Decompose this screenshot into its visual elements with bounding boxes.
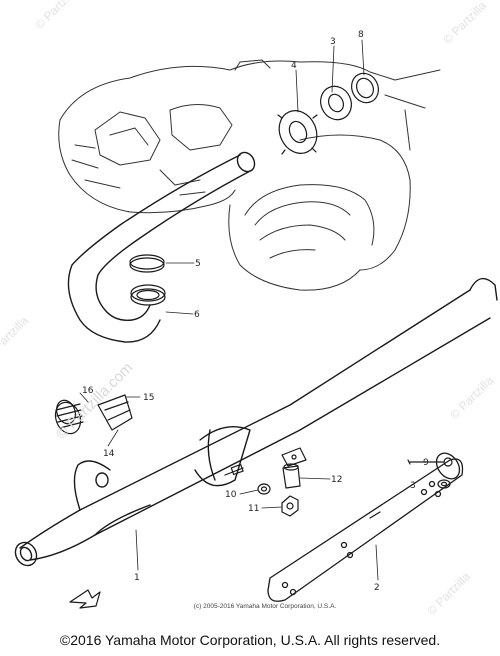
watermark-4: © Partzilla xyxy=(447,373,496,422)
callout-labels: 3 8 4 5 6 16 15 14 1 9 3 12 10 11 2 xyxy=(82,30,429,593)
callout-15: 15 xyxy=(143,393,154,403)
ring-nut-3 xyxy=(320,85,352,121)
callout-1: 1 xyxy=(134,573,140,583)
washer-10 xyxy=(257,483,271,495)
watermark-center: © Partzilla.com xyxy=(53,359,136,442)
bolt-9 xyxy=(407,457,453,467)
engine-outline xyxy=(58,59,441,291)
watermark-2: © Partzilla xyxy=(440,0,489,47)
callout-6: 6 xyxy=(194,310,200,320)
direction-arrow-icon xyxy=(69,589,101,609)
callout-4: 4 xyxy=(291,61,297,71)
watermark-1: © Partzilla xyxy=(32,0,81,32)
rubber-mount-12 xyxy=(282,463,301,489)
footer-copyright: ©2016 Yamaha Motor Corporation, U.S.A. A… xyxy=(59,632,441,648)
nut-11 xyxy=(281,495,299,517)
stud-7 xyxy=(224,463,244,476)
callout-16: 16 xyxy=(82,386,94,396)
callout-11: 11 xyxy=(248,504,259,514)
callout-5: 5 xyxy=(195,259,201,269)
bracket-plate xyxy=(281,447,307,467)
muffler-body xyxy=(14,277,498,567)
callout-12: 12 xyxy=(331,475,342,485)
clamp-15 xyxy=(97,394,133,431)
watermark-5: © Partzilla xyxy=(424,569,473,618)
callout-2: 2 xyxy=(374,583,380,593)
heat-shield xyxy=(267,452,464,602)
collar-8 xyxy=(351,72,379,104)
callout-9: 9 xyxy=(423,458,429,468)
watermark-3: © Partzilla xyxy=(0,313,31,362)
diagram-copyright: (c) 2005-2016 Yamaha Motor Corporation, … xyxy=(193,603,337,610)
exhaust-parts-diagram: 3 8 4 5 6 16 15 14 1 9 3 12 10 11 2 © Pa… xyxy=(0,0,498,618)
end-cap-16 xyxy=(54,399,84,435)
gasket-5 xyxy=(129,254,165,273)
callout-3b: 3 xyxy=(410,481,416,491)
gasket-6 xyxy=(130,284,166,306)
callout-3a: 3 xyxy=(330,37,336,47)
callout-14: 14 xyxy=(103,449,115,459)
leader-lines xyxy=(79,39,422,581)
callout-8: 8 xyxy=(358,30,364,40)
exhaust-header-pipe xyxy=(67,151,256,343)
ring-nut-4 xyxy=(277,110,318,155)
washer-3 xyxy=(437,479,451,489)
callout-10: 10 xyxy=(225,490,237,500)
